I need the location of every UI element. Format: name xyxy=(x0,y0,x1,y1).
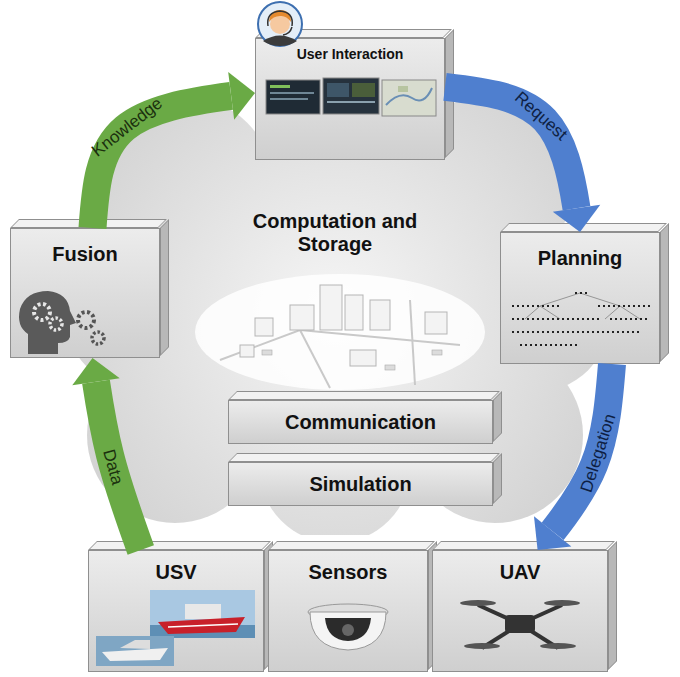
node-label: Computation and Storage xyxy=(230,210,440,256)
arrow-head xyxy=(534,516,571,550)
module-box: Simulation xyxy=(228,462,493,506)
arrow-head xyxy=(72,358,119,385)
usv-photos xyxy=(96,590,255,666)
drone-icon xyxy=(460,600,580,649)
flow-arrow xyxy=(93,72,256,228)
node-label: Sensors xyxy=(309,561,388,584)
node-label: UAV xyxy=(500,561,541,584)
node-label: Simulation xyxy=(309,473,411,496)
city-illustration xyxy=(195,274,485,390)
fusion-icon xyxy=(19,291,104,354)
arrow-head xyxy=(228,72,255,120)
module-box: Communication xyxy=(228,400,493,444)
user-avatar xyxy=(258,2,302,46)
arrow-body xyxy=(93,93,256,228)
arrow-head xyxy=(553,205,600,232)
platform-box: UAV xyxy=(432,550,608,672)
camera-icon xyxy=(308,604,388,650)
planning-box: Planning xyxy=(500,232,660,364)
node-label: User Interaction xyxy=(297,46,404,62)
node-label: Planning xyxy=(538,247,622,270)
arrow-body xyxy=(93,358,141,550)
screenshots xyxy=(266,78,436,116)
arrow-body xyxy=(445,87,580,232)
node-label: USV xyxy=(155,561,196,584)
node-label: Communication xyxy=(285,411,436,434)
node-label: Fusion xyxy=(52,243,118,266)
flow-arrow xyxy=(445,87,600,232)
flow-arrow xyxy=(72,358,141,550)
plan-tree xyxy=(512,293,650,345)
